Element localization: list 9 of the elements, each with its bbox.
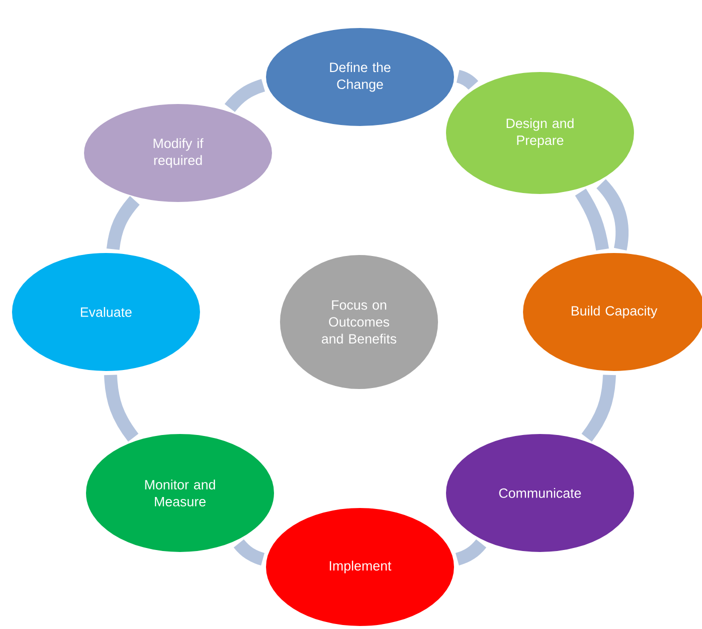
connector-band: [106, 196, 140, 250]
connector-band: [456, 70, 478, 90]
connector-band: [575, 188, 609, 251]
connector-band: [104, 374, 139, 442]
connector-band: [224, 79, 266, 112]
connector-band: [234, 539, 265, 566]
connector-band: [455, 539, 486, 566]
connector-band: [596, 179, 629, 250]
connector-band: [581, 374, 616, 442]
